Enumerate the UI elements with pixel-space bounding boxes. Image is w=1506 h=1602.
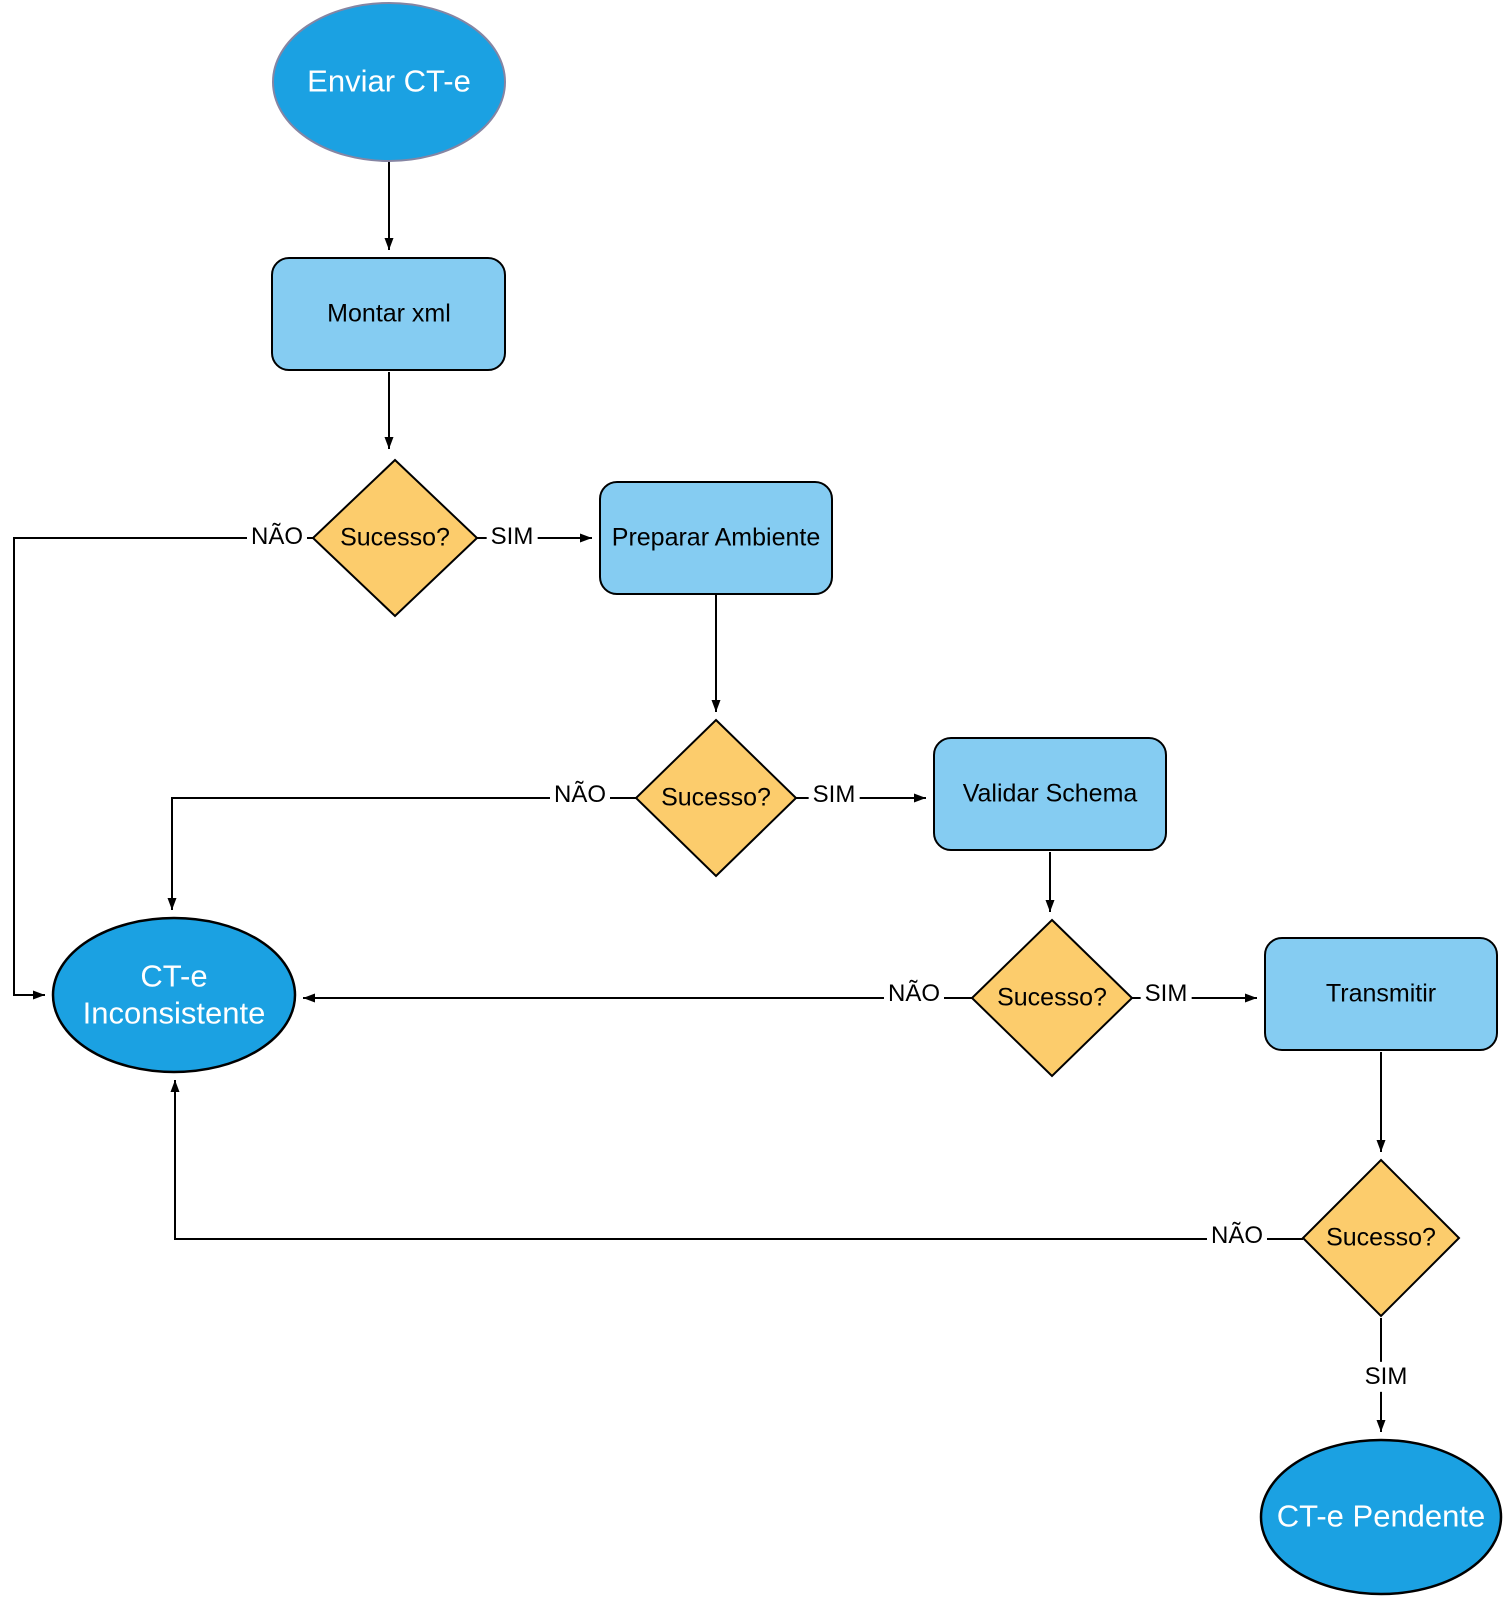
cte-pendente-terminator-shape — [1259, 1438, 1503, 1596]
cte-inconsistente-terminator-shape — [51, 916, 297, 1074]
preparar-ambiente-process-shape — [599, 481, 833, 595]
edge-decision1-nao-to-inconsistente — [13, 537, 313, 1000]
transmitir-process-shape — [1264, 937, 1498, 1051]
decision-montar-shape — [311, 458, 479, 618]
edge-decision4-nao-to-inconsistente — [170, 1080, 1303, 1240]
decision-preparar-shape — [634, 718, 798, 878]
decision-validar-shape — [970, 918, 1134, 1078]
validar-schema-process-shape — [933, 737, 1167, 851]
decision-transmitir-shape — [1301, 1158, 1461, 1318]
start-terminator-shape — [272, 2, 506, 162]
edge-decision2-nao-to-inconsistente — [167, 797, 636, 910]
montar-xml-process-shape — [271, 257, 506, 371]
